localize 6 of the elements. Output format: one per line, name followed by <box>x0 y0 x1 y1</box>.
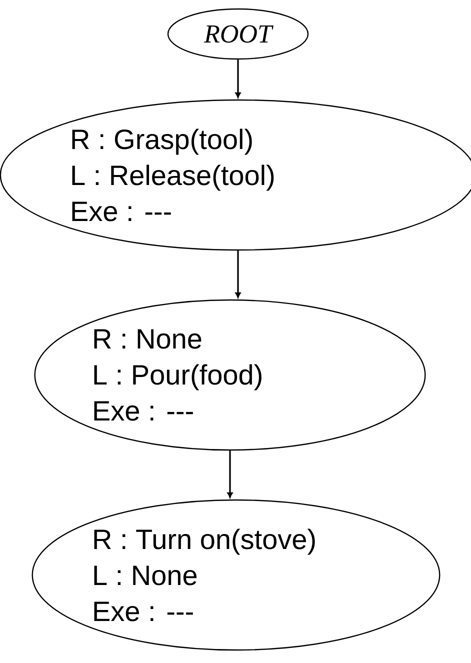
arrow <box>235 60 241 98</box>
arrow <box>235 250 241 298</box>
ellipse-node: ROOT <box>167 8 309 60</box>
ellipse-node: R : Turn on(stove) L : None Exe : --- <box>32 499 440 651</box>
arrow <box>227 450 233 498</box>
ellipse-node: R : None L : Pour(food) Exe : --- <box>34 299 426 451</box>
